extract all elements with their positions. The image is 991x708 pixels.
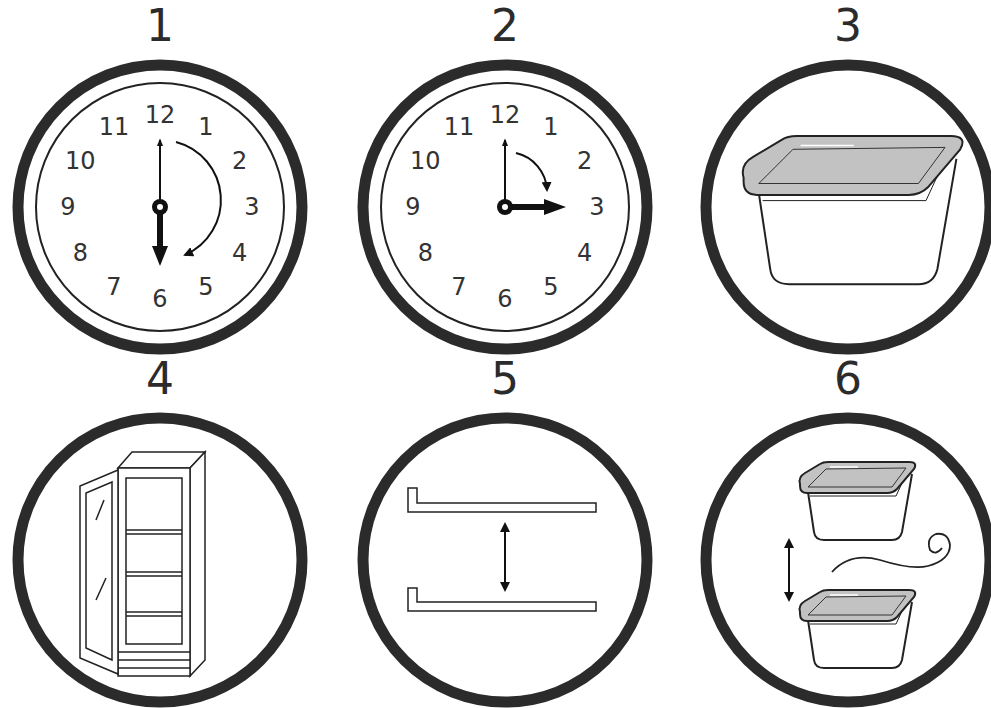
step-circle: 4 — [12, 412, 308, 708]
clock-number: 9 — [60, 194, 75, 220]
step-circle: 3 — [700, 59, 991, 355]
clock-number: 8 — [73, 240, 88, 266]
clock-number: 5 — [543, 274, 558, 300]
clock-number: 4 — [577, 240, 592, 266]
clock-number: 2 — [232, 148, 247, 174]
circle-outline — [357, 412, 653, 708]
circle-outline — [700, 412, 991, 708]
circle-outline — [12, 412, 308, 708]
clock-number: 11 — [444, 114, 475, 140]
clock-number: 11 — [99, 114, 130, 140]
step-circle: 6 — [700, 412, 991, 708]
clock-number: 2 — [577, 148, 592, 174]
food-container — [743, 136, 963, 284]
step-number: 5 — [357, 354, 653, 404]
circle-outline — [706, 418, 990, 702]
refrigerator — [80, 452, 205, 676]
circle-outline — [363, 418, 647, 702]
clock-face — [381, 83, 629, 331]
clock-number: 6 — [152, 286, 167, 312]
clock-number: 8 — [418, 240, 433, 266]
container-spacing — [789, 462, 950, 668]
clock-number: 7 — [106, 274, 121, 300]
clock-number: 4 — [232, 240, 247, 266]
clock-number: 7 — [451, 274, 466, 300]
clock-number: 12 — [145, 102, 176, 128]
step-number: 2 — [357, 1, 653, 51]
clock-number: 3 — [589, 194, 604, 220]
clock-number: 10 — [410, 148, 441, 174]
circle-outline — [363, 65, 647, 349]
clock-number: 12 — [490, 102, 521, 128]
circle-outline — [18, 65, 302, 349]
step-number: 1 — [12, 1, 308, 51]
clock-face — [36, 83, 284, 331]
clock-number: 6 — [497, 286, 512, 312]
step-number: 3 — [700, 1, 991, 51]
circle-outline — [706, 65, 990, 349]
step-circle: 5 — [357, 412, 653, 708]
circle-outline — [700, 59, 991, 355]
clock-number: 1 — [543, 114, 558, 140]
circle-outline — [18, 418, 302, 702]
clock-number: 10 — [65, 148, 96, 174]
step-number: 4 — [12, 354, 308, 404]
clock-number: 5 — [198, 274, 213, 300]
shelf-spacing — [408, 488, 596, 611]
clock-number: 9 — [405, 194, 420, 220]
clock-number: 1 — [198, 114, 213, 140]
clock-number: 3 — [244, 194, 259, 220]
step-number: 6 — [700, 354, 991, 404]
